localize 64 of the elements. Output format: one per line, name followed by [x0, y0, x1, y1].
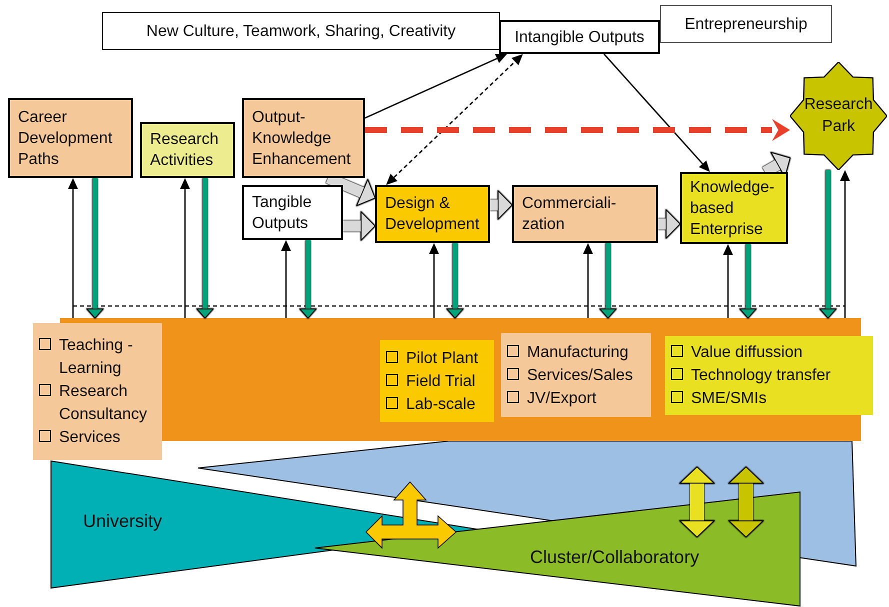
- list-panel: [501, 333, 651, 417]
- list-panel: [665, 336, 873, 415]
- list-item: Value diffussion: [691, 343, 802, 363]
- arrow: [583, 243, 593, 318]
- double-arrow: [386, 54, 523, 185]
- double-arrow: [728, 466, 764, 538]
- list-item: Technology transfer: [691, 366, 831, 386]
- node-label: Research Park: [803, 95, 874, 137]
- arrow: [840, 170, 850, 318]
- block-arrow: [600, 243, 616, 318]
- arrow: [429, 243, 439, 318]
- arrow: [180, 178, 190, 318]
- block-arrow: [343, 212, 376, 240]
- process-box: [680, 172, 788, 244]
- triangle-shape: [315, 492, 800, 606]
- block-arrow: [820, 170, 836, 318]
- node-label: Entrepreneurship: [684, 14, 808, 34]
- block-arrow: [446, 243, 464, 318]
- process-box: [242, 98, 365, 178]
- process-box: [512, 185, 658, 243]
- node-label: Design & Development: [385, 194, 480, 235]
- process-box: [102, 12, 500, 50]
- arrow: [603, 54, 710, 172]
- process-box: [8, 98, 133, 178]
- process-box: [242, 185, 343, 240]
- list-item: Manufacturing: [527, 342, 628, 362]
- block-arrow: [196, 178, 214, 318]
- list-item: SME/SMIs: [691, 389, 767, 409]
- node-label: Knowledge-based Enterprise: [690, 178, 776, 240]
- double-arrow: [680, 466, 714, 538]
- node-label: Career Development Paths: [18, 108, 114, 170]
- process-box: [660, 5, 832, 43]
- list-item: Field Trial: [406, 372, 476, 392]
- process-box: [375, 185, 490, 243]
- list-item: Services: [59, 428, 120, 448]
- block-arrow: [740, 244, 756, 318]
- arrow: [281, 240, 291, 318]
- node-label: Output-Knowledge Enhancement: [252, 108, 352, 170]
- arrow: [365, 119, 790, 141]
- arrow: [68, 178, 78, 318]
- star-shape: [790, 62, 887, 170]
- node-label: Intangible Outputs: [514, 28, 644, 48]
- shape-label: University: [83, 511, 162, 532]
- list-panel: [380, 340, 494, 422]
- node-label: Research Activities: [150, 130, 220, 171]
- process-box: [499, 20, 660, 54]
- list-item: Lab-scale: [406, 394, 476, 414]
- arrow: [364, 54, 508, 119]
- block-arrow: [86, 178, 104, 318]
- list-panel: [33, 323, 162, 460]
- node-label: Commerciali- zation: [522, 194, 618, 235]
- list-item: Research Consultancy: [59, 382, 148, 425]
- node-label: New Culture, Teamwork, Sharing, Creativity: [146, 22, 456, 42]
- list-item: JV/Export: [527, 388, 596, 408]
- process-box: [140, 122, 235, 178]
- block-arrow: [490, 190, 512, 220]
- block-arrow: [658, 210, 680, 238]
- list-item: Pilot Plant: [406, 348, 478, 368]
- list-item: Teaching -Learning: [59, 336, 134, 379]
- shape-label: Cluster/Collaboratory: [530, 547, 700, 568]
- node-label: Tangible Outputs: [252, 192, 313, 234]
- list-item: Services/Sales: [527, 366, 633, 386]
- arrow: [723, 244, 733, 318]
- block-arrow: [300, 240, 316, 318]
